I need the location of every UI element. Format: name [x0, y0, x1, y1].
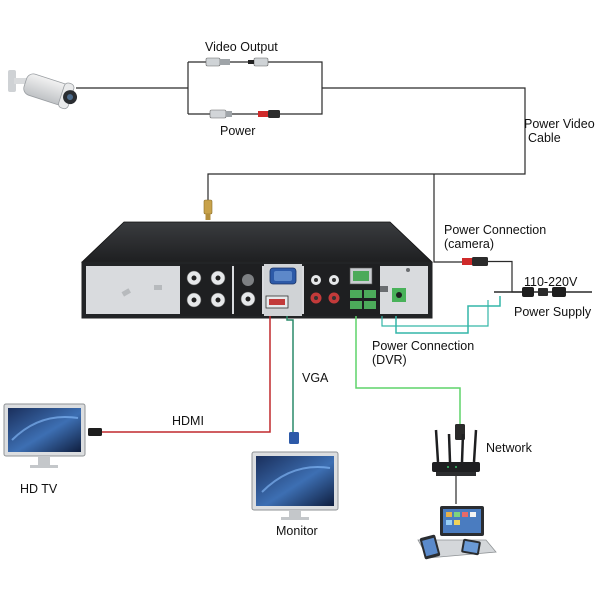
power-connector: [209, 109, 280, 119]
label-hdmi: HDMI: [172, 414, 204, 428]
laptop-icon: [417, 506, 497, 560]
power-adapter-icon: [494, 287, 592, 297]
router-icon: [432, 429, 480, 504]
dvr-icon: [81, 221, 433, 319]
camera-power-plug: [462, 257, 524, 293]
label-power-supply: Power Supply: [514, 305, 592, 319]
label-network: Network: [486, 441, 532, 455]
label-monitor: Monitor: [276, 524, 318, 538]
hdmi-cable: [88, 316, 271, 436]
tv-icon: [3, 403, 86, 468]
label-vga: VGA: [302, 371, 329, 385]
label-power: Power: [220, 124, 256, 138]
label-video-output: Video Output: [205, 40, 278, 54]
label-power-connection-dvr: Power Connection (DVR): [372, 339, 475, 367]
label-voltage: 110-220V: [524, 275, 578, 289]
label-power-video-cable: Power Video Cable: [524, 117, 595, 145]
label-hd-tv: HD TV: [20, 482, 58, 496]
label-power-connection-camera: Power Connection (camera): [444, 223, 547, 251]
video-connector: [205, 57, 269, 67]
vga-cable: [286, 316, 299, 444]
camera-icon: [8, 70, 78, 110]
network-cable: [355, 316, 465, 440]
monitor-icon: [251, 451, 339, 520]
dvr-power-cable: [381, 296, 501, 334]
bnc-plug: [203, 199, 213, 220]
